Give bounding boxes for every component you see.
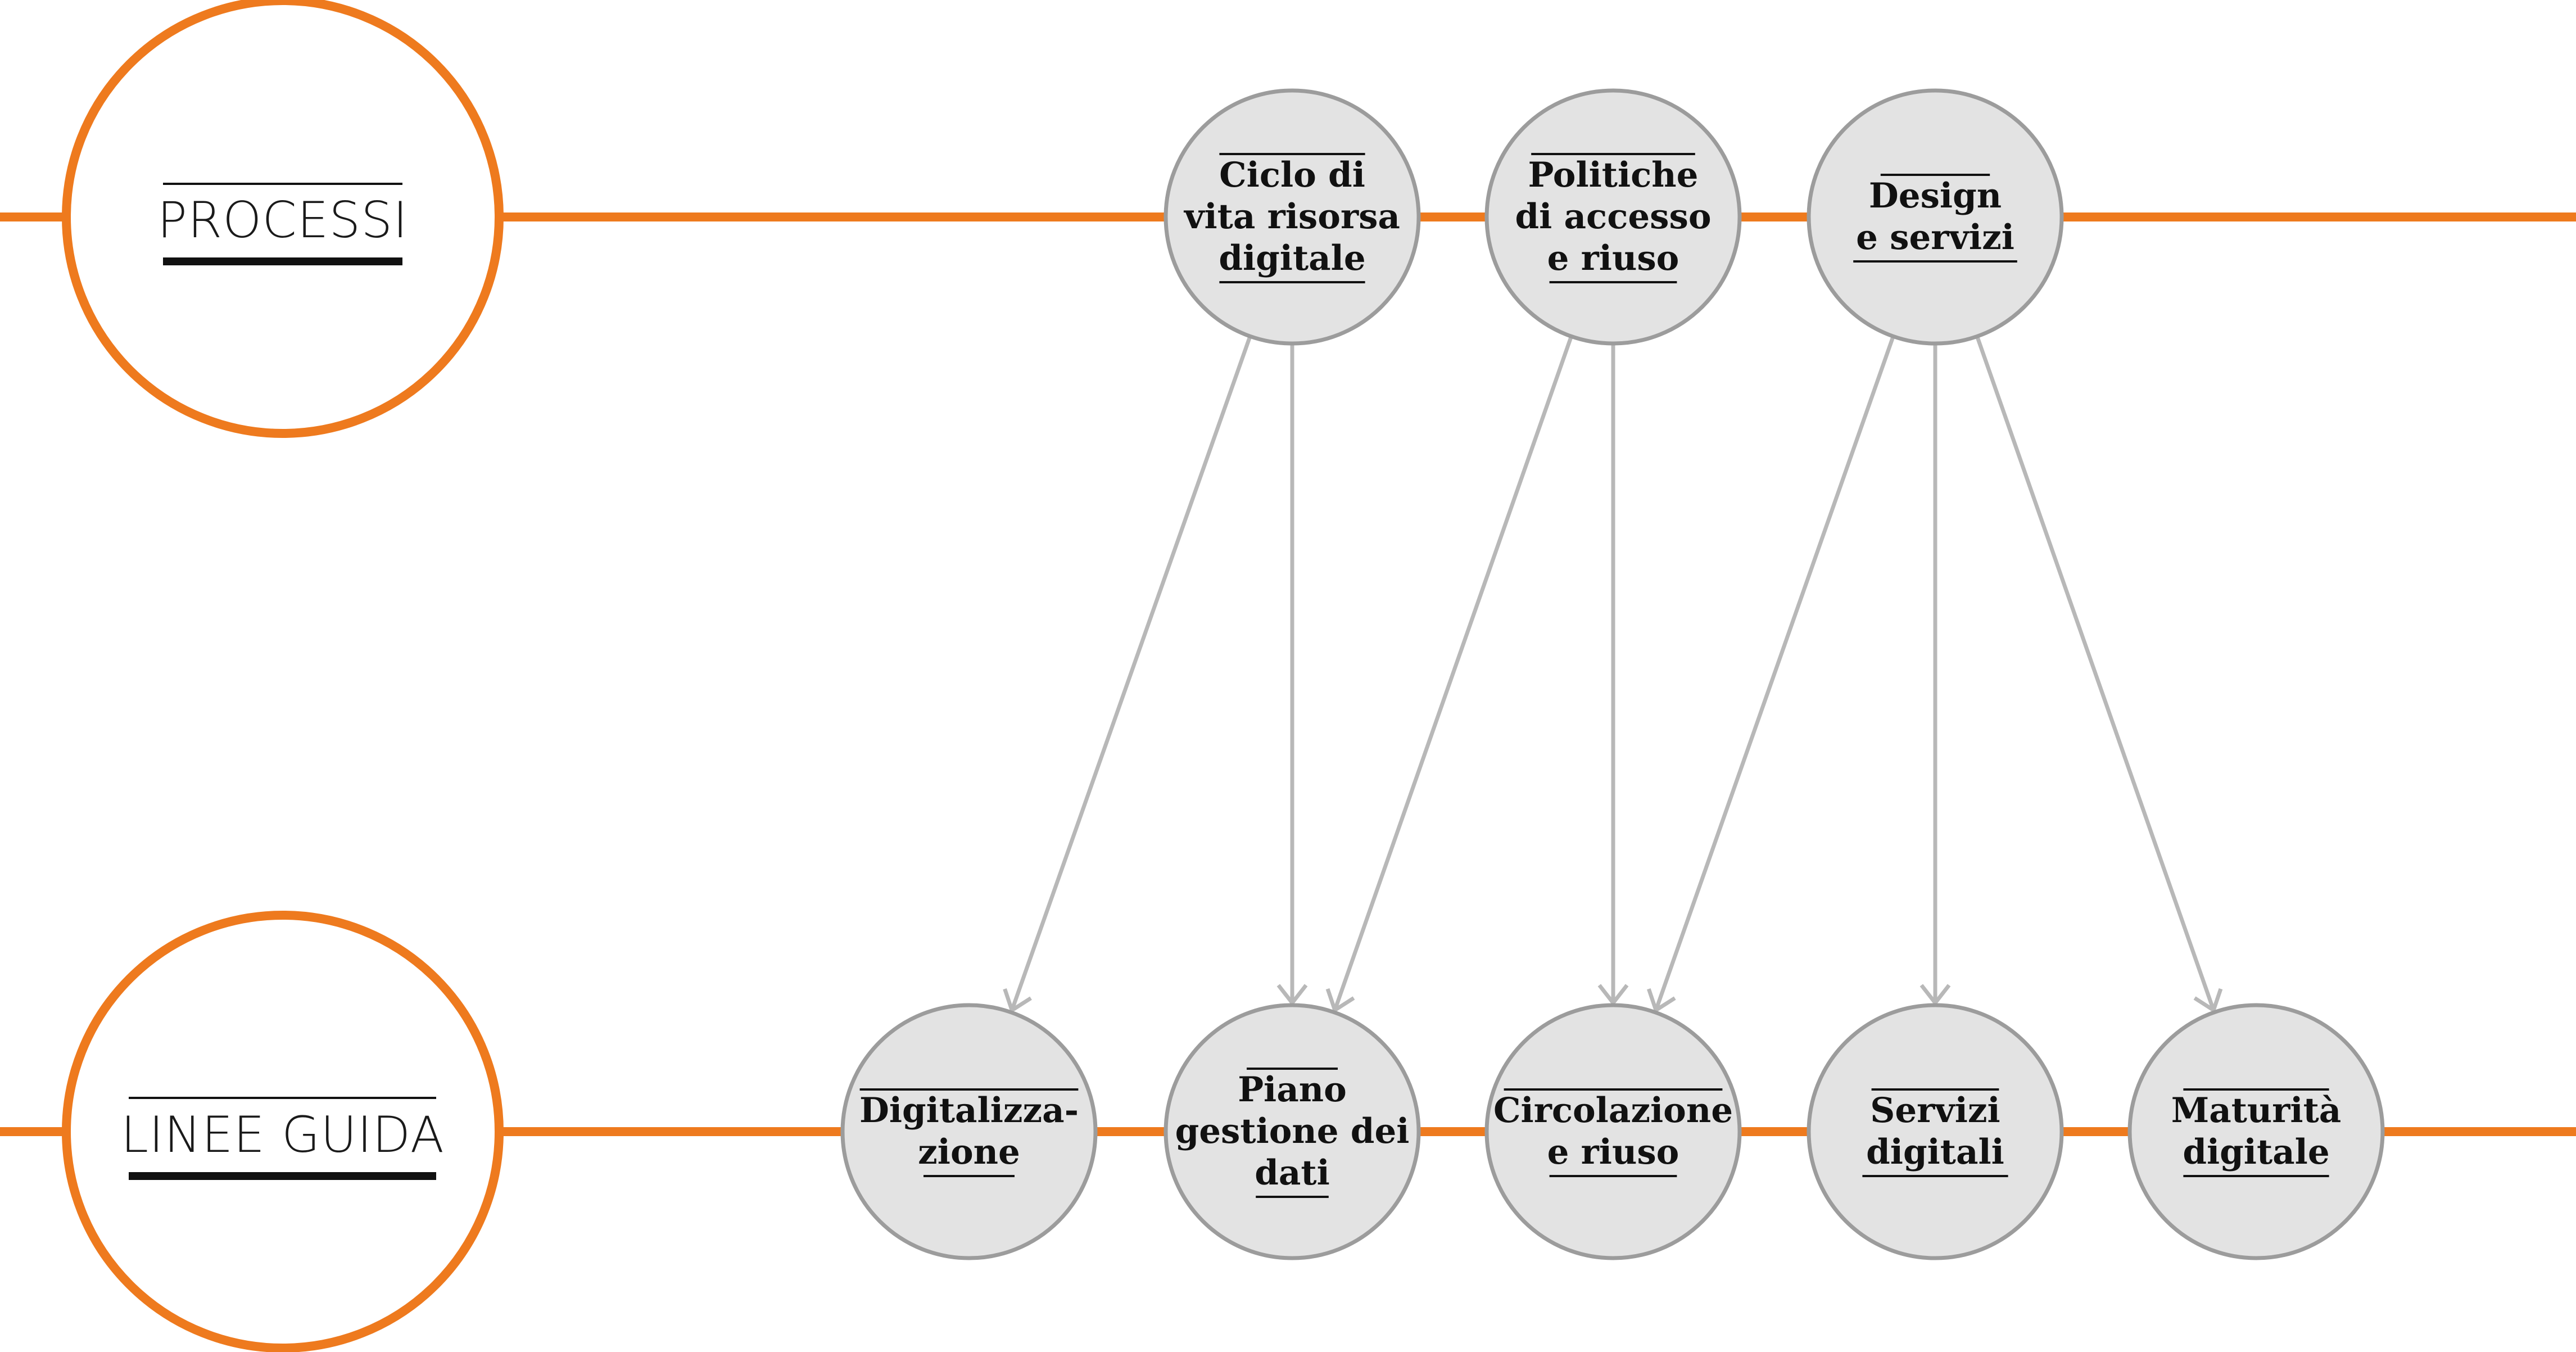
- node-label-line: Design: [1869, 176, 2002, 216]
- node-label-line: digitale: [2183, 1132, 2329, 1172]
- edge-line: [1654, 336, 1895, 1011]
- node-circle: [1807, 1003, 2064, 1260]
- node-label-line: e riuso: [1547, 1132, 1679, 1172]
- node-label-line: digitale: [1219, 238, 1365, 278]
- arrowhead: [1646, 988, 1676, 1014]
- node-label-line: Maturità: [2171, 1091, 2342, 1131]
- edge-arrow: [1597, 345, 1629, 1006]
- node-label-line: Circolazione: [1493, 1091, 1733, 1131]
- edge-line: [1010, 336, 1252, 1011]
- edge-arrow: [1646, 336, 1895, 1014]
- node-label-line: Ciclo di: [1219, 155, 1365, 195]
- node-circle: [1484, 1003, 1742, 1260]
- edge-arrow: [1975, 337, 2223, 1014]
- node-label-line: zione: [918, 1132, 1020, 1172]
- node-circle: [840, 1003, 1098, 1260]
- node-label-line: Digitalizza-: [859, 1091, 1079, 1131]
- arrowhead: [1003, 988, 1032, 1014]
- edge-arrow: [1919, 345, 1951, 1006]
- arrowhead: [2193, 988, 2223, 1014]
- processi-row-header: PROCESSI: [62, 0, 504, 438]
- edge-line: [1975, 337, 2216, 1011]
- edges: [1003, 336, 2223, 1014]
- node-label-line: Servizi: [1870, 1091, 2000, 1131]
- processi-circle: [62, 0, 504, 438]
- node-circle: [2127, 1003, 2385, 1260]
- node-label-line: Piano: [1238, 1070, 1347, 1110]
- arrowhead: [1597, 984, 1629, 1006]
- node-label-line: vita risorsa: [1183, 197, 1400, 237]
- node-digitalizzazione: Digitalizza-zione: [840, 1003, 1098, 1260]
- node-label-line: e servizi: [1856, 218, 2014, 257]
- node-circle: [1163, 1003, 1421, 1260]
- node-label-line: Politiche: [1528, 155, 1699, 195]
- node-circle: [1807, 88, 2064, 346]
- arrowhead: [1325, 988, 1355, 1014]
- node-label-line: di accesso: [1515, 197, 1711, 237]
- linee-row-header: LINEE GUIDA: [62, 911, 504, 1352]
- edge-arrow: [1003, 336, 1252, 1014]
- linee-label: LINEE GUIDA: [121, 1106, 445, 1164]
- edge-arrow: [1276, 345, 1308, 1006]
- linee-circle: [62, 911, 504, 1352]
- arrowhead: [1276, 984, 1308, 1006]
- arrowhead: [1919, 984, 1951, 1006]
- node-label-line: gestione dei: [1175, 1111, 1410, 1151]
- edge-line: [1333, 337, 1573, 1011]
- node-label-line: digitali: [1866, 1132, 2004, 1172]
- processi-label: PROCESSI: [157, 191, 408, 249]
- edge-arrow: [1325, 337, 1573, 1014]
- node-label-line: dati: [1255, 1153, 1330, 1193]
- node-label-line: e riuso: [1547, 238, 1679, 278]
